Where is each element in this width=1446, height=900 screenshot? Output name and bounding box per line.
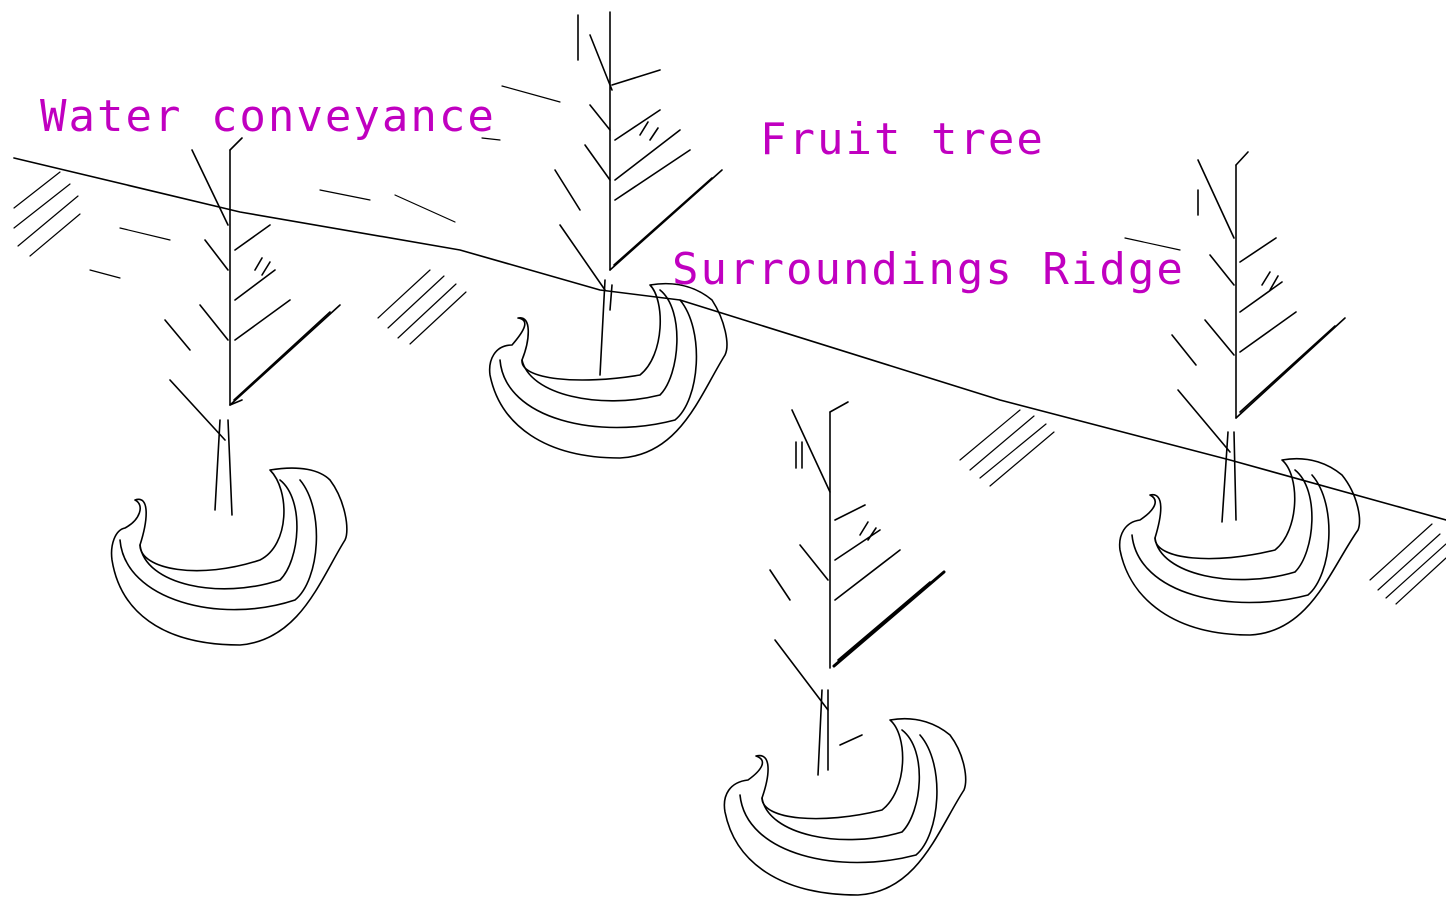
ridge-basin-1 bbox=[112, 468, 347, 645]
fruit-tree-label: Fruit tree bbox=[760, 118, 1045, 162]
fruit-tree-2 bbox=[490, 12, 727, 458]
fruit-tree-1 bbox=[112, 138, 347, 645]
ground-hatching bbox=[14, 86, 1446, 604]
surroundings-ridge-label: Surroundings Ridge bbox=[672, 248, 1185, 292]
water-conveyance-channel bbox=[14, 158, 1446, 520]
water-conveyance-label: Water conveyance bbox=[40, 95, 496, 139]
fruit-tree-4 bbox=[724, 402, 965, 895]
ridge-basin-4 bbox=[724, 719, 965, 895]
ridge-basin-3 bbox=[1120, 459, 1360, 635]
ridge-basin-2 bbox=[490, 284, 727, 458]
fruit-tree-3 bbox=[1120, 152, 1360, 635]
